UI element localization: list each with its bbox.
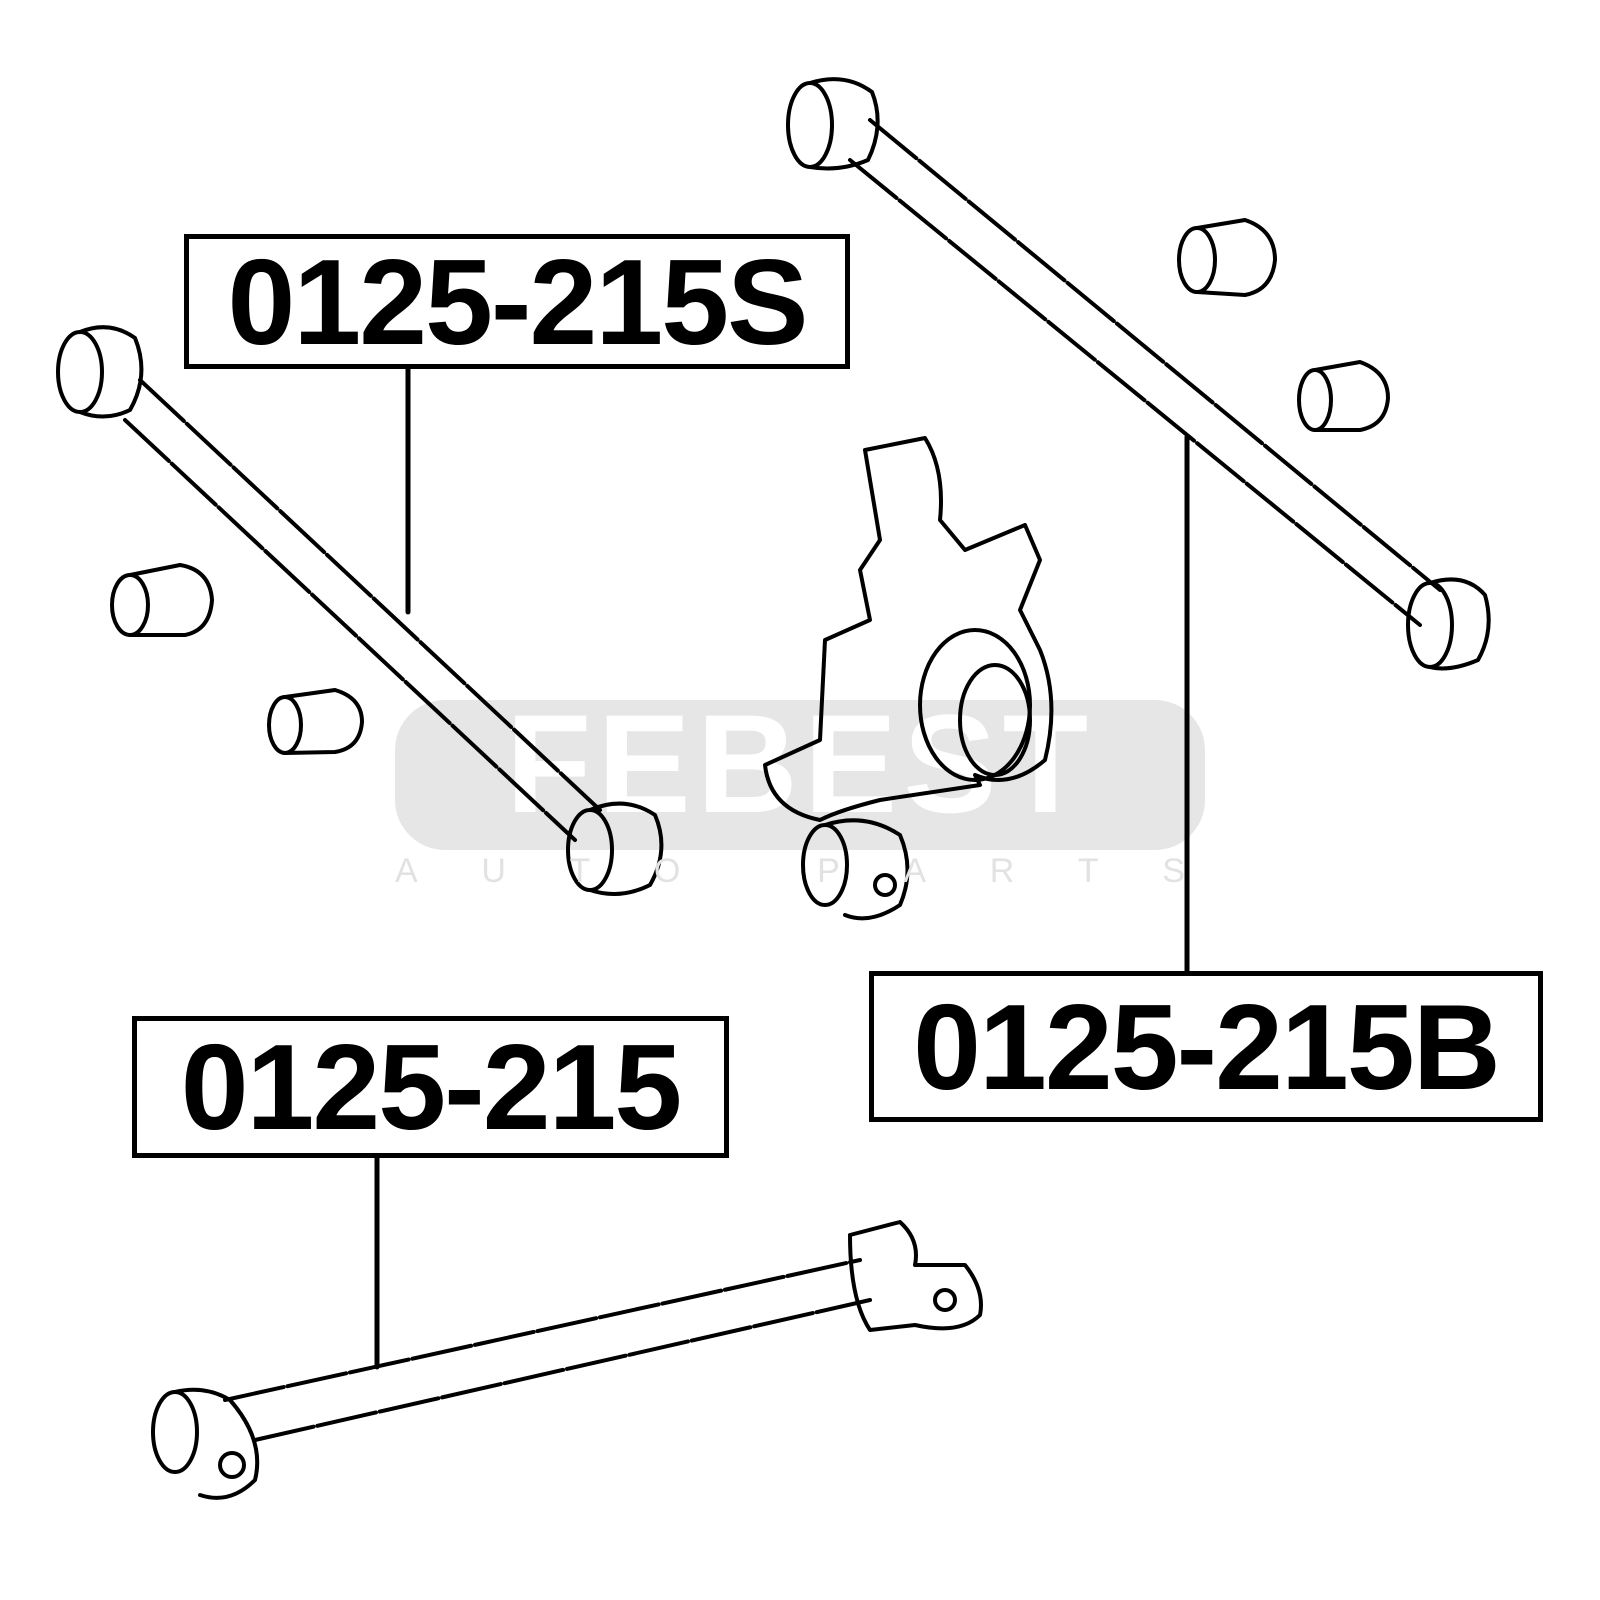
control-arm-right [786, 77, 1491, 671]
part-label-0125-215s: 0125-215S [184, 233, 850, 370]
control-arm-bottom [151, 1220, 983, 1500]
steering-knuckle [763, 436, 1054, 921]
svg-text:FEBEST: FEBEST [506, 685, 1094, 842]
part-number-text: 0125-215S [227, 233, 809, 370]
bushing-right-2 [1297, 360, 1390, 432]
part-label-0125-215b: 0125-215B [869, 971, 1543, 1122]
bushing-right-1 [1177, 218, 1277, 297]
part-number-text: 0125-215B [913, 978, 1501, 1115]
watermark-logo: FEBEST [395, 685, 1205, 850]
part-label-0125-215: 0125-215 [132, 1016, 729, 1158]
control-arm-left [56, 325, 664, 896]
bushing-left-2 [267, 688, 364, 755]
part-number-text: 0125-215 [180, 1019, 683, 1155]
bushing-left-1 [110, 563, 214, 637]
